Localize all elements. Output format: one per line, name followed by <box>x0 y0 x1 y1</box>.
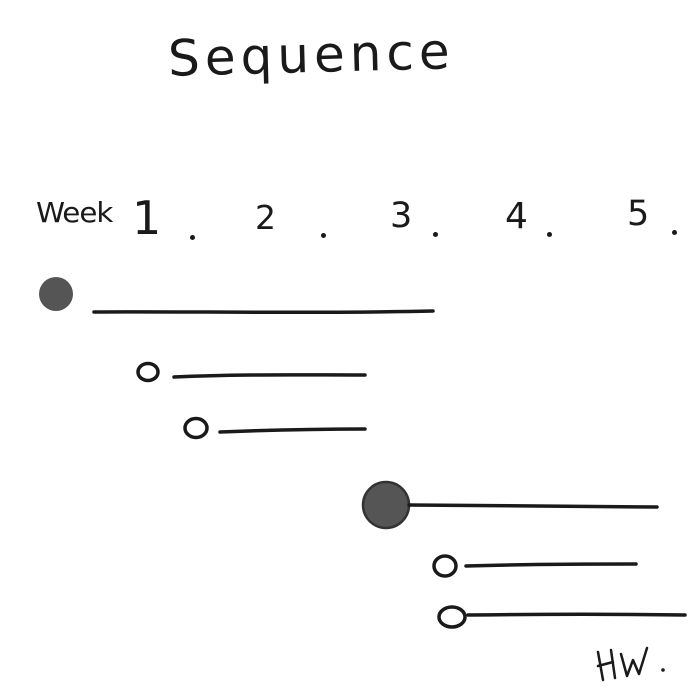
group-2-lead <box>361 480 659 530</box>
group-2-item-2-marker <box>437 605 467 629</box>
week-2-label: 2 <box>255 198 276 237</box>
group-2-lead-bar <box>407 503 659 509</box>
week-5-label: 5 <box>627 194 650 234</box>
week-4-label: 4 <box>505 196 528 237</box>
week-3-dot <box>433 232 438 237</box>
group-2-lead-marker <box>363 482 409 528</box>
week-3-label: 3 <box>390 196 413 236</box>
group-2-item-2 <box>437 605 687 629</box>
group-1-lead-bar <box>92 309 435 315</box>
group-2-item-1-marker <box>432 554 458 578</box>
week-axis-label: Week <box>36 196 113 229</box>
group-1-item-1-bar <box>172 373 367 379</box>
group-1-lead-marker <box>39 277 73 311</box>
group-2-item-1-bar <box>464 562 638 568</box>
week-4-dot <box>547 232 552 237</box>
week-5-dot <box>672 230 677 235</box>
group-2-item-2-bar <box>466 612 687 617</box>
group-1-item-2-marker <box>183 416 209 440</box>
group-1-item-2 <box>183 416 367 440</box>
week-2-dot <box>321 233 326 238</box>
week-1-label: 1 <box>132 191 162 245</box>
group-1-item-2-bar <box>218 427 367 434</box>
group-1-item-1 <box>136 361 367 383</box>
group-1-item-1-marker <box>136 361 160 383</box>
group-2-item-1 <box>432 554 638 578</box>
author-signature <box>596 646 665 682</box>
group-1-lead <box>39 277 435 315</box>
week-1-dot <box>190 235 195 240</box>
